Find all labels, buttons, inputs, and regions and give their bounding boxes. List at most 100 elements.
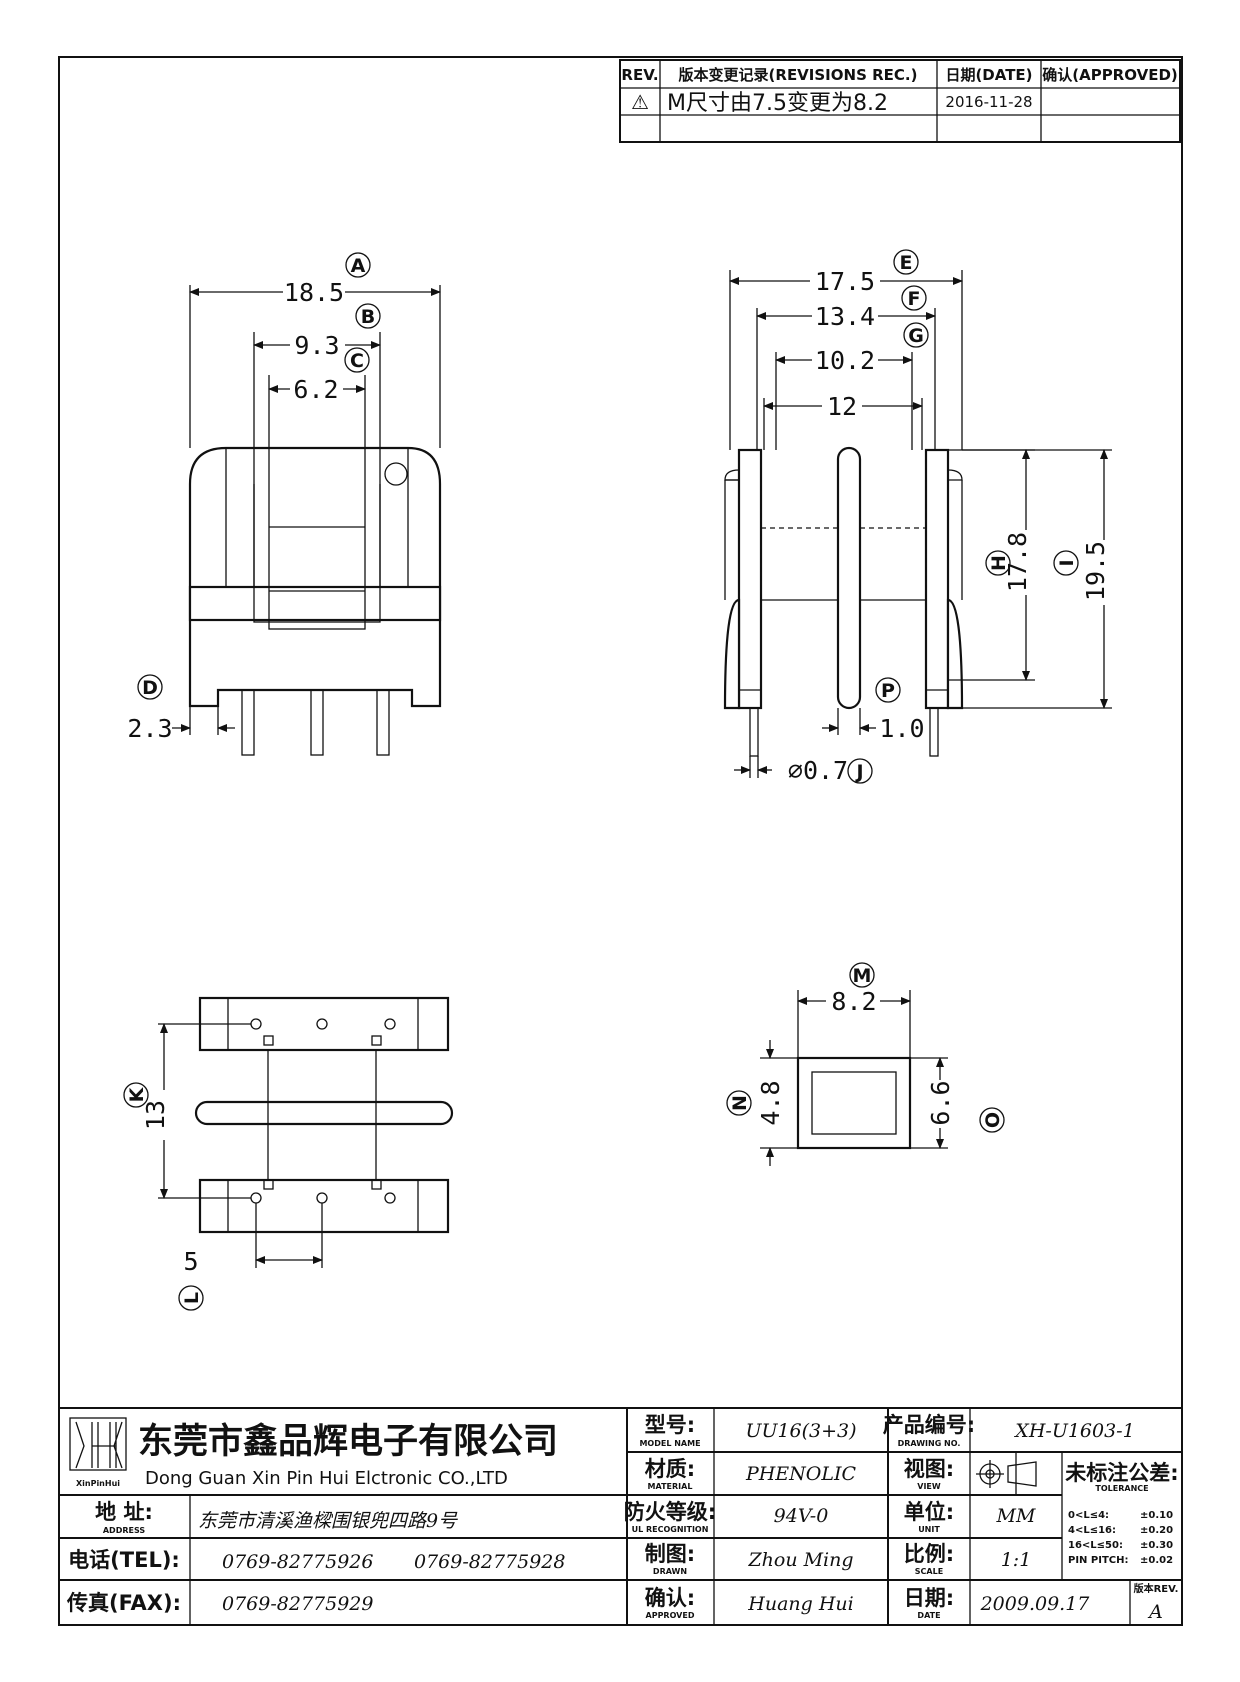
bubble-h: H [985,550,1011,576]
revision-table: REV. 版本变更记录(REVISIONS REC.) 日期(DATE) 确认(… [619,59,1181,143]
company-logo: XinPinHui [69,1417,127,1488]
front-view [188,446,442,756]
reference-bubbles: A B C D E F G H I P J K L M N O [123,249,1079,1311]
approved-label: 确认: [645,1586,695,1610]
bubble-o: O [979,1107,1005,1133]
approved-value: Huang Hui [747,1593,853,1615]
svg-text:±0.20: ±0.20 [1140,1525,1173,1536]
core-hole-view [796,1056,912,1150]
date-value: 2009.09.17 [980,1593,1091,1615]
bubble-l: L [178,1285,204,1311]
revision-warning-icon: ⚠ [631,90,649,114]
svg-text:±0.30: ±0.30 [1140,1540,1173,1551]
rev-header: REV. [621,66,658,84]
svg-text:I: I [1056,559,1078,566]
bottom-view [194,996,454,1234]
dim-k: 13 [141,1100,170,1130]
company-name-en: Dong Guan Xin Pin Hui Elctronic CO.,LTD [145,1468,508,1489]
svg-text:E: E [900,252,913,274]
svg-text:K: K [126,1086,148,1102]
dim-l: 5 [183,1247,198,1276]
svg-text:0<L≤4:: 0<L≤4: [1068,1510,1109,1521]
dim-a: 18.5 [284,278,344,307]
company-name-cn: 东莞市鑫品辉电子有限公司 [138,1421,558,1462]
dim-g2: 12 [827,392,857,421]
bubble-j: J [847,758,873,784]
unit-label: 单位: [904,1500,954,1524]
tel-label: 电话(TEL): [68,1548,180,1572]
model-label: 型号: [645,1413,695,1437]
side-view-dimensions: 17.5 13.4 10.2 12 17.8 19.5 1.0 [729,267,1112,785]
front-view-dimensions: 18.5 9.3 6.2 2.3 [127,278,441,743]
dim-m: 8.2 [831,987,876,1016]
revision-date: 2016-11-28 [945,93,1032,111]
ul-sub: UL RECOGNITION [632,1525,709,1534]
approved-header: 确认(APPROVED) [1042,66,1178,84]
tolerance-sub: TOLERANCE [1095,1484,1148,1493]
model-value: UU16(3+3) [745,1420,856,1442]
bubble-p: P [875,677,901,703]
date-sub: DATE [917,1611,940,1620]
revision-record: M尺寸由7.5变更为8.2 [667,91,888,116]
record-header: 版本变更记录(REVISIONS REC.) [679,66,918,84]
unit-value: MM [996,1505,1036,1527]
dim-f: 13.4 [815,302,875,331]
view-label: 视图: [904,1457,954,1481]
svg-text:J: J [854,761,863,783]
dim-b: 9.3 [294,331,339,360]
unit-sub: UNIT [918,1525,940,1534]
fax-value: 0769-82775929 [222,1593,373,1615]
dim-h: 17.8 [1003,532,1032,592]
tolerance-label: 未标注公差: [1065,1461,1178,1485]
fax-label: 传真(FAX): [66,1591,181,1615]
ul-label: 防火等级: [624,1500,716,1524]
bubble-e: E [893,249,919,275]
title-block: XinPinHui 东莞市鑫品辉电子有限公司 Dong Guan Xin Pin… [58,1407,1183,1626]
svg-text:±0.02: ±0.02 [1140,1555,1173,1566]
bubble-i: I [1053,550,1079,576]
material-sub: MATERIAL [648,1482,693,1491]
svg-text:16<L≤50:: 16<L≤50: [1068,1540,1123,1551]
rev-value: A [1147,1601,1163,1623]
view-sub: VIEW [917,1482,941,1491]
dim-c: 6.2 [293,375,338,404]
svg-text:L: L [181,1292,203,1304]
bubble-f: F [901,285,927,311]
svg-text:N: N [729,1095,751,1111]
drawing-no-value: XH-U1603-1 [1013,1420,1134,1442]
core-hole-dimensions: 8.2 4.8 6.6 [756,987,955,1166]
svg-text:D: D [142,677,158,699]
svg-text:PIN PITCH:: PIN PITCH: [1068,1555,1128,1566]
dim-n: 4.8 [756,1080,785,1125]
drawn-label: 制图: [645,1542,695,1566]
bottom-view-dimensions: 13 5 [141,1023,323,1276]
drawing-no-label: 产品编号: [883,1413,975,1437]
bubble-c: C [344,347,370,373]
approved-sub: APPROVED [646,1611,695,1620]
bubble-m: M [849,962,875,988]
bubble-d: D [137,674,163,700]
bubble-a: A [345,252,371,278]
dim-g: 10.2 [815,346,875,375]
svg-text:C: C [350,350,364,372]
projection-symbol-icon [976,1460,1037,1488]
scale-sub: SCALE [915,1567,943,1576]
tolerance-list: 0<L≤4: ±0.10 4<L≤16: ±0.20 16<L≤50: ±0.3… [1068,1510,1173,1566]
bubble-b: B [355,303,381,329]
scale-label: 比例: [904,1542,954,1566]
rev-label: 版本REV. [1134,1582,1179,1595]
drawing-no-sub: DRAWING NO. [898,1439,961,1448]
svg-text:O: O [982,1112,1004,1128]
drawn-sub: DRAWN [653,1567,687,1576]
dim-j: ⌀0.7 [788,756,848,785]
material-value: PHENOLIC [745,1463,857,1485]
address-label: 地 址: [95,1500,153,1524]
model-sub: MODEL NAME [639,1439,700,1448]
date-header: 日期(DATE) [945,66,1032,84]
date-label: 日期: [904,1586,954,1610]
scale-value: 1:1 [1001,1549,1032,1571]
bubble-n: N [726,1090,752,1116]
dim-d: 2.3 [127,714,172,743]
svg-text:±0.10: ±0.10 [1140,1510,1173,1521]
